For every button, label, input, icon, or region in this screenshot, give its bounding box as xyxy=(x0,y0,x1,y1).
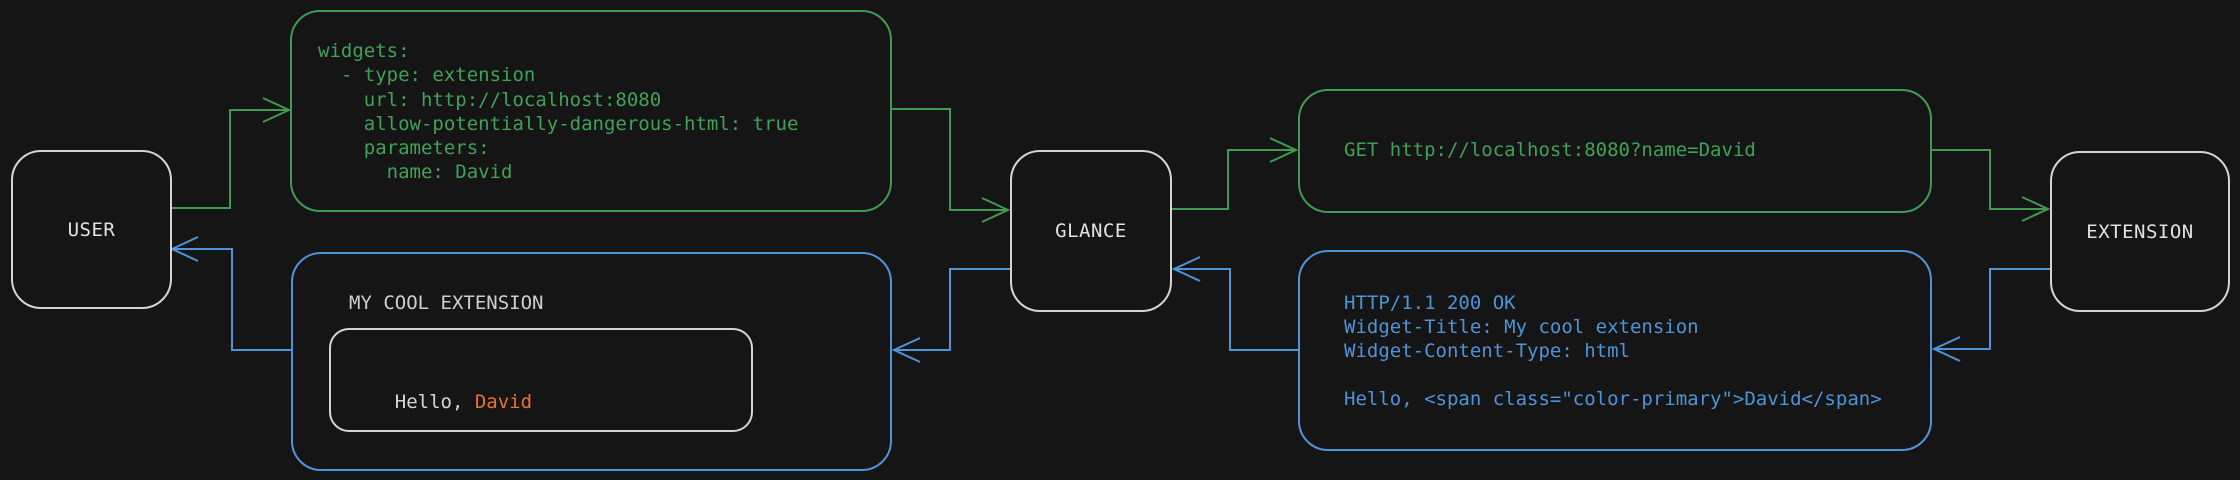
arrow-glance-to-request xyxy=(1172,137,1299,210)
arrow-config-to-glance xyxy=(890,108,1011,223)
widget-greeting-name: David xyxy=(474,391,533,413)
node-glance: GLANCE xyxy=(1010,150,1172,312)
node-extension: EXTENSION xyxy=(2050,151,2230,312)
config-yaml-code: widgets: - type: extension url: http://l… xyxy=(318,40,799,184)
widget-preview-inner-box xyxy=(329,328,753,432)
node-user-label: USER xyxy=(67,218,116,241)
widget-preview-title: MY COOL EXTENSION xyxy=(349,292,544,314)
http-response-code: HTTP/1.1 200 OK Widget-Title: My cool ex… xyxy=(1344,292,1882,410)
arrow-request-to-extension xyxy=(1930,149,2051,222)
http-request-box xyxy=(1298,89,1932,213)
node-user: USER xyxy=(11,150,172,309)
arrow-glance-to-widget xyxy=(891,268,1010,363)
http-request-code: GET http://localhost:8080?name=David xyxy=(1344,139,1756,161)
arrow-user-to-config xyxy=(170,97,292,209)
arrow-extension-to-response xyxy=(1931,268,2050,362)
widget-greeting-prefix: Hello, xyxy=(394,391,475,413)
arrow-response-to-glance xyxy=(1171,256,1298,351)
node-glance-label: GLANCE xyxy=(1055,220,1127,242)
arrow-widget-to-user xyxy=(169,236,291,351)
config-yaml-box xyxy=(290,10,892,212)
http-response-box xyxy=(1298,250,1932,451)
widget-greeting: Hello, David xyxy=(349,369,532,435)
node-extension-label: EXTENSION xyxy=(2086,220,2194,243)
